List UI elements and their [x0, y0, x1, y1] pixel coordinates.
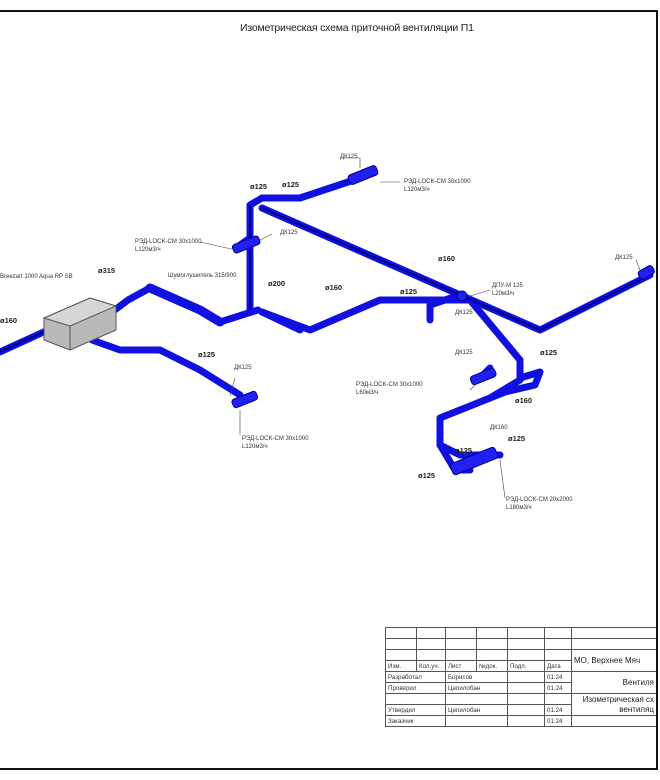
damper-1: ДК125	[340, 154, 358, 160]
diffuser-dpu	[456, 290, 468, 302]
damper-7: ДК160	[490, 425, 508, 431]
section-name: Вентиля	[571, 671, 656, 694]
dia-160-b: ø160	[438, 254, 456, 263]
dia-125-f: ø125	[508, 434, 526, 443]
drawing-title: Изометрическая схема приточной вентиляци…	[240, 22, 474, 34]
sheet-title-2: вентиляц	[571, 704, 656, 716]
dia-160-d: ø160	[0, 316, 18, 325]
hdr-podp: Подп.	[507, 660, 545, 672]
terminal-2-name: РЭД-LOCK-CM 30x1000	[135, 239, 202, 245]
duct-dpu	[426, 291, 464, 324]
duct-315	[108, 284, 154, 316]
row-4-role: Утвердил	[385, 704, 446, 716]
dia-125-c: ø125	[400, 287, 418, 296]
row-1-role: Разработал	[385, 671, 446, 683]
terminal-6-name: ДПУ-М 125	[492, 283, 523, 289]
damper-4: ДК125	[455, 310, 473, 316]
title-block: МО, Верхнее Мяч Изм. Кол.уч. Лист №док. …	[385, 627, 660, 770]
terminal-4-flow: L60м3/ч	[356, 390, 379, 396]
duct-lower-right	[436, 368, 544, 459]
dia-160-a: ø160	[325, 283, 343, 292]
row-2-date: 01.24	[544, 682, 572, 694]
silencer-label: Шумоглушитель 315/900	[168, 273, 237, 279]
dia-125-g: ø125	[455, 446, 473, 455]
row-4-date: 01.24	[544, 704, 572, 716]
grille-top	[347, 165, 379, 185]
terminal-3-flow: L120м3/ч	[242, 444, 268, 450]
row-5-role: Заказчик	[385, 715, 446, 727]
terminal-1-flow: L120м3/ч	[404, 187, 430, 193]
terminal-3-name: РЭД-LOCK-CM 30x1000	[242, 436, 309, 442]
grille-riser	[231, 235, 261, 254]
air-handling-unit	[42, 297, 118, 351]
row-1-name: Борисов	[445, 671, 508, 683]
terminal-2-flow: L120м3/ч	[135, 247, 161, 253]
damper-6: ДК125	[615, 255, 633, 261]
duct-top-branch	[258, 174, 364, 202]
grille-left	[231, 390, 259, 409]
terminal-1-name: РЭД-LOCK-CM 30x1000	[404, 179, 471, 185]
grille-right	[637, 265, 655, 280]
silencer-duct	[145, 283, 225, 327]
terminal-5-name: РЭД-LOCK-CM 20x2000	[506, 497, 573, 503]
duct-riser	[246, 194, 266, 314]
damper-3: ДК125	[234, 365, 252, 371]
row-4-name: Цепилобан	[445, 704, 508, 716]
dia-125-a: ø125	[250, 182, 268, 191]
hdr-izm: Изм.	[385, 660, 417, 672]
damper-5: ДК125	[455, 350, 473, 356]
duct-left-lower	[88, 336, 244, 399]
row-2-name: Цепилобан	[445, 682, 508, 694]
grille-60	[469, 367, 497, 386]
sheet-frame	[0, 10, 658, 770]
dia-125-b: ø125	[282, 180, 300, 189]
damper-2: ДК125	[280, 230, 298, 236]
hdr-data: Дата	[544, 660, 572, 672]
hdr-list: Лист	[445, 660, 477, 672]
hdr-ndoc: №док.	[476, 660, 508, 672]
row-1-date: 01.24	[544, 671, 572, 683]
hdr-kol: Кол.уч.	[416, 660, 446, 672]
terminal-6-flow: L20м3/ч	[492, 291, 515, 297]
dia-125-d: ø125	[198, 350, 216, 359]
dia-160-c: ø160	[515, 396, 533, 405]
dia-200: ø200	[268, 279, 286, 288]
project-name: МО, Верхнее Мяч	[571, 649, 656, 672]
row-5-date: 01.24	[544, 715, 572, 727]
duct-160-down	[258, 308, 304, 334]
sheet-title-1: Изометрическая сх	[571, 693, 656, 705]
dia-125-e: ø125	[540, 348, 558, 357]
dia-315: ø315	[98, 266, 116, 275]
terminal-5-flow: L180м3/ч	[506, 505, 532, 511]
unit-label: Breezart 1000 Aqua RP SB	[0, 274, 73, 280]
row-2-role: Проверил	[385, 682, 446, 694]
terminal-4-name: РЭД-LOCK-CM 30x1000	[356, 382, 423, 388]
grille-bottom	[449, 446, 499, 476]
dia-125-h: ø125	[418, 471, 436, 480]
